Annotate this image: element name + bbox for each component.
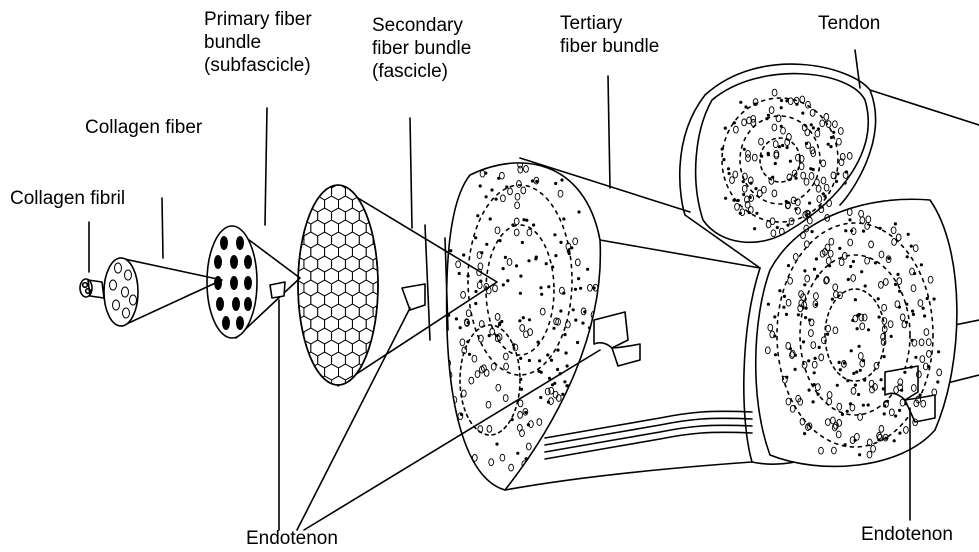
fiber-dot — [222, 316, 230, 330]
label-tertiary-line-2: fiber bundle — [560, 35, 659, 58]
fiber-dot — [244, 276, 252, 290]
fiber-dot — [230, 255, 238, 269]
fiber-dot — [244, 255, 252, 269]
label-primary-line-2: bundle — [204, 31, 312, 54]
fiber-dot — [216, 297, 224, 311]
label-collagen-fibril: Collagen fibril — [10, 187, 125, 210]
fiber-dot — [236, 236, 244, 250]
label-endotenon-right: Endotenon — [861, 523, 953, 546]
collagen-fiber-section — [104, 258, 222, 326]
fiber-dot — [236, 316, 244, 330]
label-collagen-fiber: Collagen fiber — [85, 116, 202, 139]
label-tendon: Tendon — [818, 12, 880, 35]
fiber-dot — [220, 236, 228, 250]
label-secondary-line-3: (fascicle) — [372, 60, 471, 83]
label-secondary-fiber-bundle: Secondary fiber bundle (fascicle) — [372, 14, 471, 83]
label-tertiary-fiber-bundle: Tertiary fiber bundle — [560, 12, 659, 58]
label-endotenon-left: Endotenon — [246, 527, 338, 550]
label-secondary-line-2: fiber bundle — [372, 37, 471, 60]
fiber-dot — [232, 297, 240, 311]
label-secondary-line-1: Secondary — [372, 14, 471, 37]
fiber-dot — [244, 297, 252, 311]
collagen-fibril-section — [80, 279, 104, 298]
label-primary-line-3: (subfascicle) — [204, 54, 312, 77]
fiber-dot — [214, 255, 222, 269]
label-primary-line-1: Primary fiber — [204, 8, 312, 31]
primary-bundle-section — [207, 226, 300, 338]
fiber-dot — [230, 276, 238, 290]
label-tertiary-line-1: Tertiary — [560, 12, 659, 35]
label-primary-fiber-bundle: Primary fiber bundle (subfascicle) — [204, 8, 312, 77]
